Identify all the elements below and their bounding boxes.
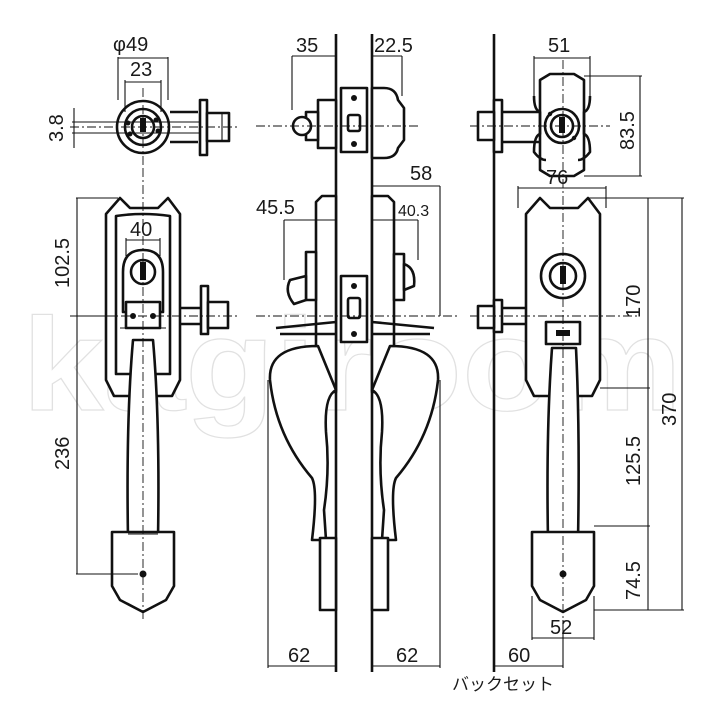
dim-front-width-mid: 40 <box>130 219 152 241</box>
dim-side-depth-inner-top: 22.5 <box>374 35 413 57</box>
dim-side-projection-inner: 62 <box>396 645 418 667</box>
dim-front-width-top: 23 <box>130 59 152 81</box>
back-view: 51 83.5 76 170 370 125.5 74.5 52 60 <box>470 34 684 672</box>
side-outside-handle <box>268 194 338 612</box>
backset-caption: バックセット <box>452 675 554 695</box>
front-cylinder-top-view <box>70 88 240 165</box>
dim-back-width-plate: 76 <box>546 167 568 189</box>
dim-side-projection-outer: 62 <box>288 645 310 667</box>
dim-back-backset: 60 <box>508 645 530 667</box>
back-escutcheon-plate <box>476 196 602 398</box>
dim-back-height-bottom: 74.5 <box>623 561 645 600</box>
dim-side-depth-inner-mid: 40.3 <box>398 203 429 220</box>
front-latch-bolt <box>180 284 230 336</box>
dim-side-depth-inner: 58 <box>410 163 432 185</box>
dim-front-height-lower: 236 <box>52 437 74 470</box>
dim-back-height-upper: 170 <box>623 285 645 318</box>
dim-side-depth-outer-mid: 45.5 <box>256 197 295 219</box>
dim-back-height-mid: 125.5 <box>623 436 645 486</box>
dim-side-depth-outer: 35 <box>296 35 318 57</box>
dim-front-height-upper: 102.5 <box>52 238 74 288</box>
front-view: φ49 23 3.8 102.5 40 236 <box>46 34 240 620</box>
side-inside-handle <box>370 194 440 612</box>
dim-back-height-total: 370 <box>659 393 681 426</box>
side-cylinder-top <box>291 86 406 160</box>
dim-front-offset: 3.8 <box>46 114 68 142</box>
side-view: 35 22.5 58 45.5 40.3 62 62 <box>256 34 460 672</box>
dim-back-width-top: 51 <box>548 35 570 57</box>
dim-back-height-top: 83.5 <box>617 111 639 150</box>
dim-front-diameter: φ49 <box>113 34 148 56</box>
dim-back-width-bottom: 52 <box>550 617 572 639</box>
